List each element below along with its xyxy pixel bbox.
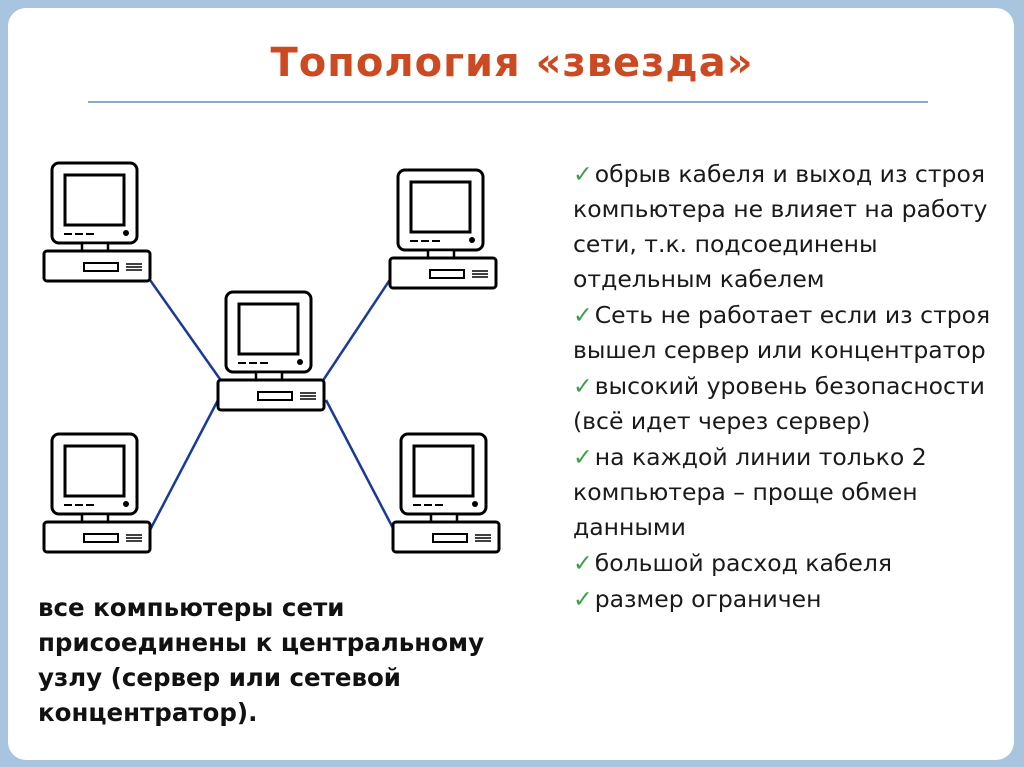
cable-bottom-left xyxy=(148,399,220,531)
computer-icon-bottom-right xyxy=(391,432,501,554)
feature-text: большой расход кабеля xyxy=(594,549,893,577)
feature-item: ✓высокий уровень безопасности (всё идет … xyxy=(573,369,1003,439)
computer-icon-bottom-left xyxy=(42,432,152,554)
checkmark-icon: ✓ xyxy=(573,585,593,613)
feature-text: размер ограничен xyxy=(594,585,822,613)
computer-icon-top-left xyxy=(42,161,152,283)
checkmark-icon: ✓ xyxy=(573,549,593,577)
cable-bottom-right xyxy=(324,399,397,533)
cable-top-left xyxy=(148,279,224,383)
network-cables xyxy=(148,271,397,533)
checkmark-icon: ✓ xyxy=(573,160,593,188)
features-list: ✓обрыв кабеля и выход из строя компьютер… xyxy=(573,157,1003,618)
hub-computer-icon xyxy=(216,290,326,412)
slide xyxy=(8,8,1014,760)
feature-text: высокий уровень безопасности (всё идет ч… xyxy=(573,372,985,435)
title-divider xyxy=(88,101,928,103)
feature-item: ✓Сеть не работает если из строя вышел се… xyxy=(573,298,1003,368)
feature-text: обрыв кабеля и выход из строя компьютера… xyxy=(573,160,988,293)
checkmark-icon: ✓ xyxy=(573,301,593,329)
topology-description: все компьютеры сети присоединены к центр… xyxy=(38,593,485,727)
feature-item: ✓на каждой линии только 2 компьютера – п… xyxy=(573,440,1003,545)
feature-item: ✓размер ограничен xyxy=(573,582,1003,617)
feature-item: ✓большой расход кабеля xyxy=(573,546,1003,581)
checkmark-icon: ✓ xyxy=(573,372,593,400)
slide-title: Топология «звезда» xyxy=(270,40,754,86)
feature-item: ✓обрыв кабеля и выход из строя компьютер… xyxy=(573,157,1003,297)
feature-text: Сеть не работает если из строя вышел сер… xyxy=(573,301,991,364)
checkmark-icon: ✓ xyxy=(573,443,593,471)
cable-top-right xyxy=(320,271,397,383)
computer-icon-top-right xyxy=(388,168,498,290)
feature-text: на каждой линии только 2 компьютера – пр… xyxy=(573,443,927,541)
